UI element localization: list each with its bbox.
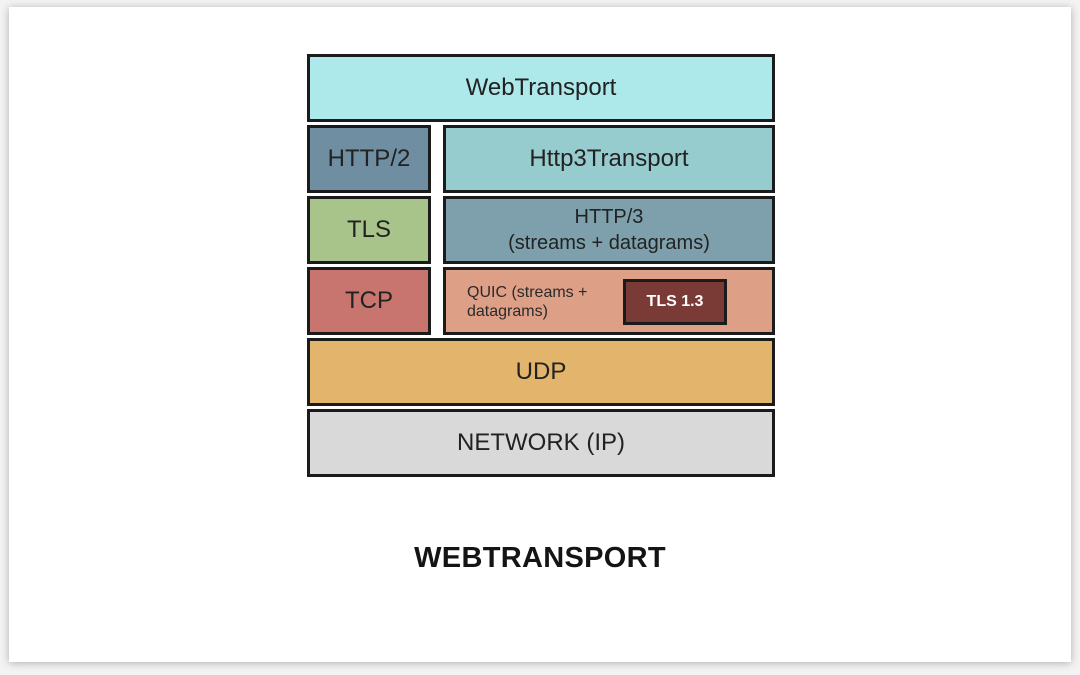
layer-udp-label: UDP [515,358,567,385]
slide-card: WebTransport HTTP/2 Http3Transport TLS H… [9,7,1071,662]
layer-tls-label: TLS [346,216,391,243]
layer-webtransport: WebTransport [307,54,775,122]
diagram-caption: WEBTRANSPORT [414,542,666,574]
layer-tcp-label: TCP [345,287,393,314]
layer-http2: HTTP/2 [307,125,431,193]
layer-http3transport-label: Http3Transport [529,145,689,172]
layer-network-label: NETWORK (IP) [457,429,625,456]
layer-tls13-label: TLS 1.3 [646,293,704,310]
layer-quic-label: QUIC (streams + datagrams) [467,284,588,320]
layer-http3-label: HTTP/3 (streams + datagrams) [508,206,710,254]
layer-http2-label: HTTP/2 [327,145,411,172]
layer-webtransport-label: WebTransport [465,74,617,101]
layer-network: NETWORK (IP) [307,409,775,477]
layer-tls: TLS [307,196,431,264]
layer-tcp: TCP [307,267,431,335]
layer-tls13: TLS 1.3 [623,279,727,325]
layer-http3: HTTP/3 (streams + datagrams) [443,196,775,264]
layer-quic: QUIC (streams + datagrams) TLS 1.3 [443,267,775,335]
layer-http3transport: Http3Transport [443,125,775,193]
layer-udp: UDP [307,338,775,406]
